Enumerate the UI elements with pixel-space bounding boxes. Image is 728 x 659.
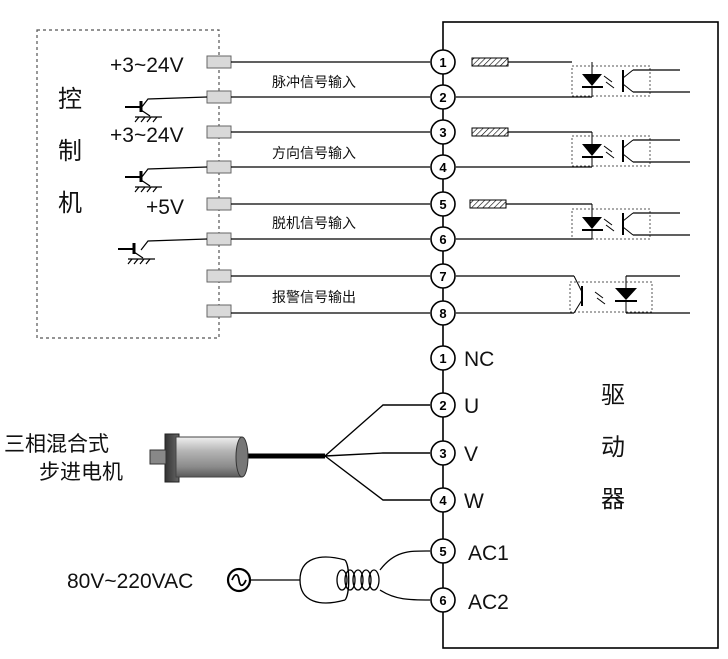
terminal-2 — [206, 90, 232, 104]
signal-label-direction: 方向信号输入 — [272, 146, 356, 162]
motor-pin-name: W — [464, 490, 484, 513]
pin-circle-7 — [430, 263, 456, 289]
terminal-6 — [206, 232, 232, 246]
pin-number: 1 — [439, 55, 446, 70]
power-pin-number: 5 — [439, 544, 446, 559]
power-label: 80V~220VAC — [67, 570, 193, 593]
controller-label-1: 控 — [58, 85, 82, 113]
optocoupler-offline — [456, 203, 690, 240]
driver-label-1: 驱 — [601, 381, 625, 409]
power-pin-circles — [430, 538, 456, 613]
motor-label-line2: 步进电机 — [39, 460, 123, 484]
motor-pin-number: 2 — [439, 398, 446, 413]
pin-circle-2 — [430, 84, 456, 110]
optocoupler-pulse — [456, 61, 690, 98]
ground-symbols — [118, 96, 208, 265]
power-pin-name: AC1 — [468, 542, 509, 565]
pin-circle-4 — [430, 154, 456, 180]
terminal-8 — [206, 304, 232, 318]
resistor-1 — [471, 57, 509, 67]
optocouplers — [456, 61, 690, 314]
motor-wires — [248, 404, 430, 501]
signal-label-pulse: 脉冲信号输入 — [272, 75, 356, 91]
motor-pin-name: V — [464, 443, 478, 466]
terminal-4 — [206, 160, 232, 174]
resistor-3 — [471, 127, 509, 137]
pin-circle-6 — [430, 226, 456, 252]
driver-box — [442, 21, 719, 649]
signal-pin-numbers: 1 2 3 4 5 6 7 8 — [439, 55, 447, 321]
power-pin-name: AC2 — [468, 591, 509, 614]
resistor-5 — [469, 199, 507, 209]
signal-wires — [231, 61, 430, 314]
stepper-motor-icon — [149, 433, 249, 483]
controller-terminals — [206, 55, 232, 318]
voltage-label-3: +3~24V — [110, 124, 184, 147]
controller-label-2: 制 — [58, 137, 82, 165]
signal-label-offline: 脱机信号输入 — [272, 216, 356, 232]
terminal-5 — [206, 197, 232, 211]
motor-pin-number: 3 — [439, 446, 446, 461]
pin-number: 8 — [439, 306, 446, 321]
driver-label-3: 器 — [601, 485, 625, 513]
motor-label-line1: 三相混合式 — [4, 432, 109, 456]
motor-pin-name: NC — [464, 348, 494, 371]
terminal-1 — [206, 55, 232, 69]
pin-number: 3 — [439, 125, 446, 140]
signal-pin-circles — [430, 49, 456, 326]
terminal-3 — [206, 125, 232, 139]
pin-circle-3 — [430, 119, 456, 145]
voltage-label-5: +5V — [146, 196, 184, 219]
controller-label-3: 机 — [58, 189, 82, 217]
voltage-label-1: +3~24V — [110, 54, 184, 77]
terminal-7 — [206, 269, 232, 283]
resistors — [469, 57, 509, 209]
motor-pin-number: 4 — [439, 493, 447, 508]
optocoupler-direction — [456, 131, 690, 168]
pin-number: 5 — [439, 197, 446, 212]
pin-number: 2 — [439, 90, 446, 105]
power-wiring — [250, 550, 431, 604]
pin-number: 4 — [439, 160, 447, 175]
controller-box — [36, 29, 220, 339]
pin-circle-8 — [430, 300, 456, 326]
motor-pin-number: 1 — [439, 351, 446, 366]
motor-pin-circles — [430, 345, 456, 513]
pin-circle-5 — [430, 191, 456, 217]
power-pin-number: 6 — [439, 593, 446, 608]
ac-source-icon — [226, 567, 252, 593]
optocoupler-alarm — [456, 275, 690, 314]
pin-number: 7 — [439, 269, 446, 284]
driver-label-2: 动 — [601, 433, 625, 461]
pin-circle-1 — [430, 49, 456, 75]
signal-label-alarm: 报警信号输出 — [272, 290, 356, 306]
pin-number: 6 — [439, 232, 446, 247]
motor-pin-name: U — [464, 395, 479, 418]
